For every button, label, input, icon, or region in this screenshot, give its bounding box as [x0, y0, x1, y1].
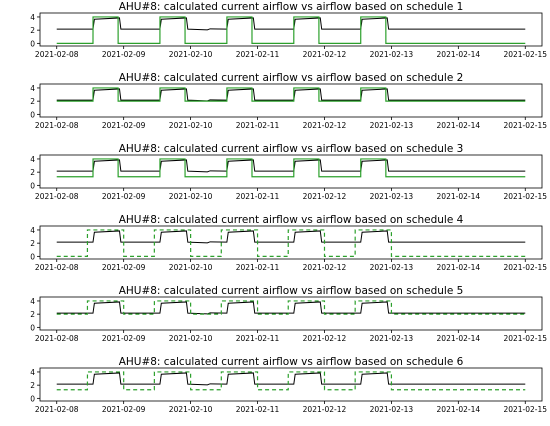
calculated-airflow-line — [56, 301, 526, 315]
x-tick-label: 2021-02-15 — [503, 405, 547, 414]
y-tick-label: 4 — [30, 368, 35, 377]
plot-area-frame — [39, 225, 543, 260]
x-tick-label: 2021-02-08 — [35, 192, 79, 201]
x-tick-label: 2021-02-11 — [236, 121, 280, 130]
x-tick-label: 2021-02-15 — [503, 334, 547, 343]
x-tick-label: 2021-02-14 — [437, 263, 481, 272]
x-tick-label: 2021-02-10 — [169, 50, 213, 59]
calculated-airflow-line — [56, 17, 526, 31]
y-tick-label: 4 — [30, 155, 35, 164]
x-tick-label: 2021-02-15 — [503, 263, 547, 272]
schedule-airflow-line — [56, 16, 526, 44]
y-tick-label: 0 — [30, 181, 35, 190]
x-tick-label: 2021-02-08 — [35, 334, 79, 343]
x-tick-label: 2021-02-10 — [169, 192, 213, 201]
y-tick-label: 2 — [30, 97, 35, 106]
chart-title: AHU#8: calculated current airflow vs air… — [119, 214, 464, 226]
x-tick-label: 2021-02-09 — [102, 50, 146, 59]
x-tick-label: 2021-02-12 — [303, 121, 347, 130]
x-tick-label: 2021-02-08 — [35, 121, 79, 130]
x-tick-label: 2021-02-10 — [169, 334, 213, 343]
x-tick-label: 2021-02-11 — [236, 405, 280, 414]
y-tick-label: 0 — [30, 39, 35, 48]
y-tick-label: 4 — [30, 13, 35, 22]
chart-panel-3: AHU#8: calculated current airflow vs air… — [30, 143, 547, 201]
x-tick-label: 2021-02-09 — [102, 334, 146, 343]
y-tick-label: 2 — [30, 239, 35, 248]
x-tick-label: 2021-02-12 — [303, 405, 347, 414]
x-tick-label: 2021-02-14 — [437, 192, 481, 201]
y-tick-label: 2 — [30, 168, 35, 177]
x-tick-label: 2021-02-13 — [370, 263, 414, 272]
schedule-airflow-line — [56, 229, 526, 257]
y-tick-label: 4 — [30, 84, 35, 93]
x-tick-label: 2021-02-09 — [102, 121, 146, 130]
y-tick-label: 0 — [30, 394, 35, 403]
calculated-airflow-line — [56, 159, 526, 173]
schedule-airflow-line — [56, 87, 526, 102]
chart-title: AHU#8: calculated current airflow vs air… — [119, 356, 464, 368]
chart-panel-1: AHU#8: calculated current airflow vs air… — [30, 1, 547, 59]
chart-panel-5: AHU#8: calculated current airflow vs air… — [30, 285, 547, 343]
x-tick-label: 2021-02-12 — [303, 263, 347, 272]
x-tick-label: 2021-02-11 — [236, 192, 280, 201]
x-tick-label: 2021-02-14 — [437, 405, 481, 414]
chart-panel-4: AHU#8: calculated current airflow vs air… — [30, 214, 547, 272]
schedule-airflow-line — [56, 300, 526, 315]
x-tick-label: 2021-02-13 — [370, 121, 414, 130]
x-tick-label: 2021-02-09 — [102, 405, 146, 414]
x-tick-label: 2021-02-14 — [437, 334, 481, 343]
y-tick-label: 2 — [30, 26, 35, 35]
x-tick-label: 2021-02-14 — [437, 50, 481, 59]
x-tick-label: 2021-02-08 — [35, 405, 79, 414]
plot-area-frame — [39, 154, 543, 189]
x-tick-label: 2021-02-13 — [370, 50, 414, 59]
x-tick-label: 2021-02-09 — [102, 192, 146, 201]
calculated-airflow-line — [56, 230, 526, 244]
plot-area-frame — [39, 12, 543, 47]
x-tick-label: 2021-02-13 — [370, 334, 414, 343]
x-tick-label: 2021-02-14 — [437, 121, 481, 130]
x-tick-label: 2021-02-13 — [370, 192, 414, 201]
chart-title: AHU#8: calculated current airflow vs air… — [119, 72, 464, 84]
schedule-airflow-line — [56, 371, 526, 391]
y-tick-label: 4 — [30, 226, 35, 235]
y-tick-label: 0 — [30, 252, 35, 261]
x-tick-label: 2021-02-10 — [169, 263, 213, 272]
x-tick-label: 2021-02-15 — [503, 121, 547, 130]
chart-title: AHU#8: calculated current airflow vs air… — [119, 285, 464, 297]
x-tick-label: 2021-02-11 — [236, 334, 280, 343]
plot-area-frame — [39, 367, 543, 402]
x-tick-label: 2021-02-12 — [303, 192, 347, 201]
chart-panel-6: AHU#8: calculated current airflow vs air… — [30, 356, 547, 414]
x-tick-label: 2021-02-11 — [236, 50, 280, 59]
plot-area-frame — [39, 296, 543, 331]
plot-area-frame — [39, 83, 543, 118]
x-tick-label: 2021-02-12 — [303, 334, 347, 343]
calculated-airflow-line — [56, 88, 526, 102]
x-tick-label: 2021-02-13 — [370, 405, 414, 414]
chart-panel-2: AHU#8: calculated current airflow vs air… — [30, 72, 547, 130]
y-tick-label: 2 — [30, 381, 35, 390]
x-tick-label: 2021-02-12 — [303, 50, 347, 59]
x-tick-label: 2021-02-08 — [35, 263, 79, 272]
y-tick-label: 2 — [30, 310, 35, 319]
calculated-airflow-line — [56, 372, 526, 386]
y-tick-label: 4 — [30, 297, 35, 306]
y-tick-label: 0 — [30, 110, 35, 119]
chart-title: AHU#8: calculated current airflow vs air… — [119, 143, 464, 155]
x-tick-label: 2021-02-08 — [35, 50, 79, 59]
x-tick-label: 2021-02-15 — [503, 50, 547, 59]
x-tick-label: 2021-02-10 — [169, 121, 213, 130]
y-tick-label: 0 — [30, 323, 35, 332]
x-tick-label: 2021-02-09 — [102, 263, 146, 272]
x-tick-label: 2021-02-15 — [503, 192, 547, 201]
x-tick-label: 2021-02-11 — [236, 263, 280, 272]
schedule-airflow-line — [56, 158, 526, 178]
chart-title: AHU#8: calculated current airflow vs air… — [119, 1, 464, 13]
x-tick-label: 2021-02-10 — [169, 405, 213, 414]
